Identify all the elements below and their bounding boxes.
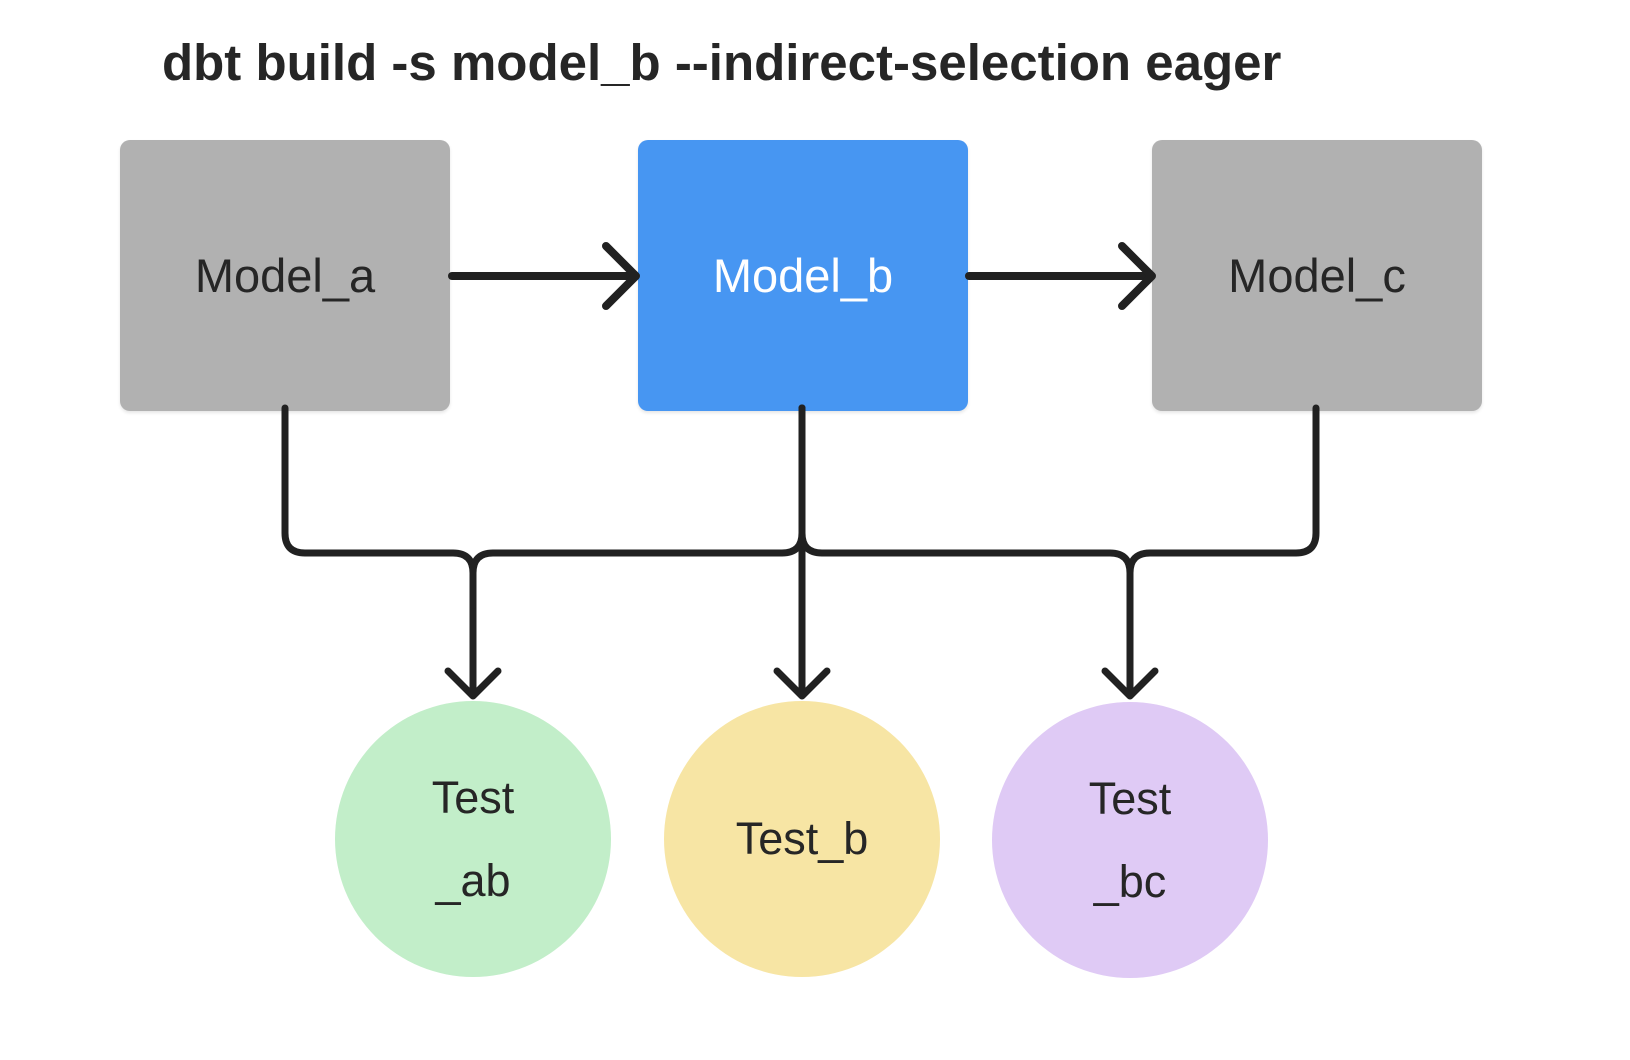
test-ab-label-line2: _ab bbox=[435, 855, 511, 906]
model-c-label: Model_c bbox=[1228, 249, 1406, 302]
model-b-label: Model_b bbox=[712, 249, 894, 302]
test-ab-node: Test _ab bbox=[335, 701, 611, 977]
test-bc-node: Test _bc bbox=[992, 702, 1268, 978]
test-ab-label-line1: Test bbox=[431, 771, 515, 823]
model-a-label: Model_a bbox=[194, 249, 376, 302]
arrowhead-model-b-icon bbox=[602, 242, 640, 310]
edge-model-b-to-test-ab bbox=[469, 404, 806, 609]
arrowhead-test-b-icon bbox=[773, 667, 831, 700]
edge-model-b-to-test-bc bbox=[798, 404, 1134, 609]
test-bc-label-line1: Test bbox=[1088, 772, 1172, 824]
test-b-label: Test_b bbox=[735, 813, 869, 864]
model-a-node: Model_a bbox=[120, 140, 450, 411]
edge-model-a-to-test-ab bbox=[281, 404, 477, 697]
model-b-node-selected: Model_b bbox=[638, 140, 968, 411]
edge-model-c-to-test-bc bbox=[1126, 404, 1320, 697]
arrowhead-test-bc-icon bbox=[1101, 667, 1159, 700]
arrowhead-model-c-icon bbox=[1118, 242, 1156, 310]
test-b-node: Test_b bbox=[664, 701, 940, 977]
model-c-node: Model_c bbox=[1152, 140, 1482, 411]
arrowhead-test-ab-icon bbox=[444, 667, 502, 700]
test-bc-label-line2: _bc bbox=[1093, 856, 1167, 907]
diagram-title: dbt build -s model_b --indirect-selectio… bbox=[162, 34, 1282, 91]
